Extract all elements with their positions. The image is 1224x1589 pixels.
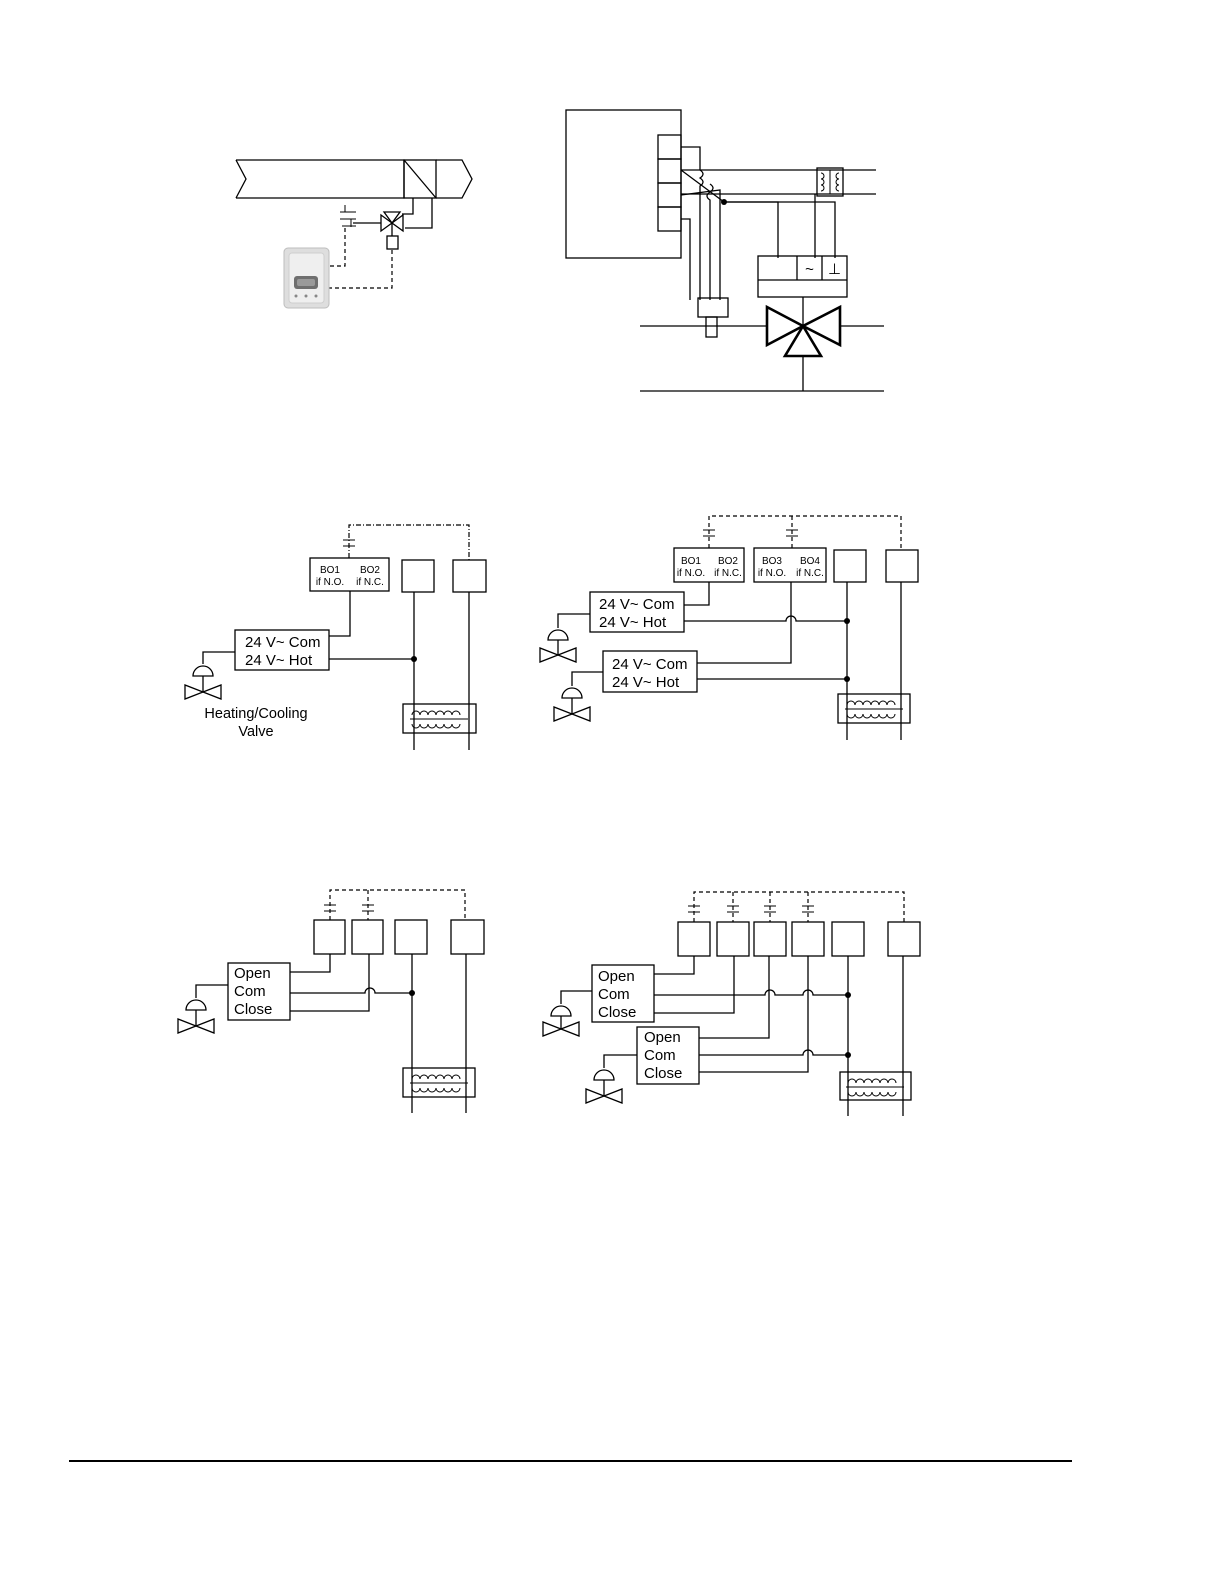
terminal-box: [352, 920, 383, 954]
valve-caption: Valve: [238, 724, 273, 740]
terminal-box: [832, 922, 864, 956]
valve-icon: [586, 1070, 622, 1103]
terminal-box: [888, 922, 920, 956]
terminal-2: [658, 159, 681, 183]
bo3-condition: if N.O.: [758, 568, 786, 579]
bo2-label: BO2: [360, 565, 380, 576]
bo2-condition: if N.C.: [356, 577, 384, 588]
bo3-label: BO3: [762, 556, 782, 567]
duct-icon: [236, 160, 472, 198]
contact-icon: [340, 205, 356, 227]
transformer-icon: [403, 1068, 475, 1097]
three-way-valve-icon: [353, 212, 403, 249]
valve-icon: [543, 1006, 579, 1036]
contact-icon: [688, 906, 814, 912]
hot-terminal-label: 24 V~ Hot: [599, 614, 667, 631]
terminal-4: [658, 207, 681, 231]
valve-icon: [540, 630, 576, 662]
hot-terminal-label: 24 V~ Hot: [245, 652, 313, 669]
close-terminal-label: Close: [644, 1065, 682, 1082]
com-terminal-label: 24 V~ Com: [245, 634, 320, 651]
duct-valve-thermostat-diagram: [236, 160, 472, 308]
hot-terminal-label: 24 V~ Hot: [612, 674, 680, 691]
terminal-box: [451, 920, 484, 954]
bo1-label: BO1: [681, 556, 701, 567]
open-terminal-label: Open: [234, 965, 271, 982]
contact-icon: [703, 530, 798, 536]
com-terminal-label: Com: [598, 986, 630, 1003]
single-valve-24v-diagram: BO1 if N.O. BO2 if N.C. 24 V~ Com 24 V~ …: [185, 525, 486, 750]
terminal-box: [754, 922, 786, 956]
terminal-box: [792, 922, 824, 956]
controller-actuator-diagram: ~ ⊥: [566, 110, 884, 391]
controller-box: [566, 110, 681, 258]
close-terminal-label: Close: [598, 1004, 636, 1021]
coil-piping-icon: [402, 198, 432, 228]
terminal-box: [395, 920, 427, 954]
sensor-icon: [698, 298, 728, 337]
bo4-label: BO4: [800, 556, 820, 567]
open-terminal-label: Open: [644, 1029, 681, 1046]
valve-icon: [185, 666, 221, 699]
valve-icon: [554, 688, 590, 721]
terminal-box: [834, 550, 866, 582]
transformer-icon: [840, 1072, 911, 1100]
bo2-label: BO2: [718, 556, 738, 567]
terminal-box: [402, 560, 434, 592]
bo4-condition: if N.C.: [796, 568, 824, 579]
open-terminal-label: Open: [598, 968, 635, 985]
terminal-box: [717, 922, 749, 956]
thermostat-icon: [284, 248, 329, 308]
actuator-icon: ~ ⊥: [758, 256, 847, 297]
terminal-1: [658, 135, 681, 159]
terminal-block: [658, 135, 681, 231]
terminal-box: [886, 550, 918, 582]
dual-floating-valve-diagram: Open Com Close Open Com Close: [543, 892, 920, 1116]
dual-valve-24v-diagram: BO1 if N.O. BO2 if N.C. BO3 if N.O. BO4 …: [540, 516, 918, 740]
single-floating-valve-diagram: Open Com Close: [178, 890, 484, 1113]
com-terminal-label: 24 V~ Com: [599, 596, 674, 613]
contact-icon: [324, 905, 374, 911]
bo2-condition: if N.C.: [714, 568, 742, 579]
com-terminal-label: 24 V~ Com: [612, 656, 687, 673]
actuator-ground-symbol: ⊥: [828, 261, 841, 278]
com-terminal-label: Com: [234, 983, 266, 1000]
bo1-label: BO1: [320, 565, 340, 576]
close-terminal-label: Close: [234, 1001, 272, 1018]
terminal-box: [453, 560, 486, 592]
terminal-3: [658, 183, 681, 207]
valve-icon: [178, 1000, 214, 1033]
valve-caption: Heating/Cooling: [204, 706, 307, 722]
bo1-condition: if N.O.: [316, 577, 344, 588]
actuator-ac-symbol: ~: [805, 261, 814, 278]
terminal-box: [314, 920, 345, 954]
transformer-icon: [817, 168, 843, 196]
bo1-condition: if N.O.: [677, 568, 705, 579]
terminal-box: [678, 922, 710, 956]
transformer-icon: [838, 694, 910, 723]
com-terminal-label: Com: [644, 1047, 676, 1064]
